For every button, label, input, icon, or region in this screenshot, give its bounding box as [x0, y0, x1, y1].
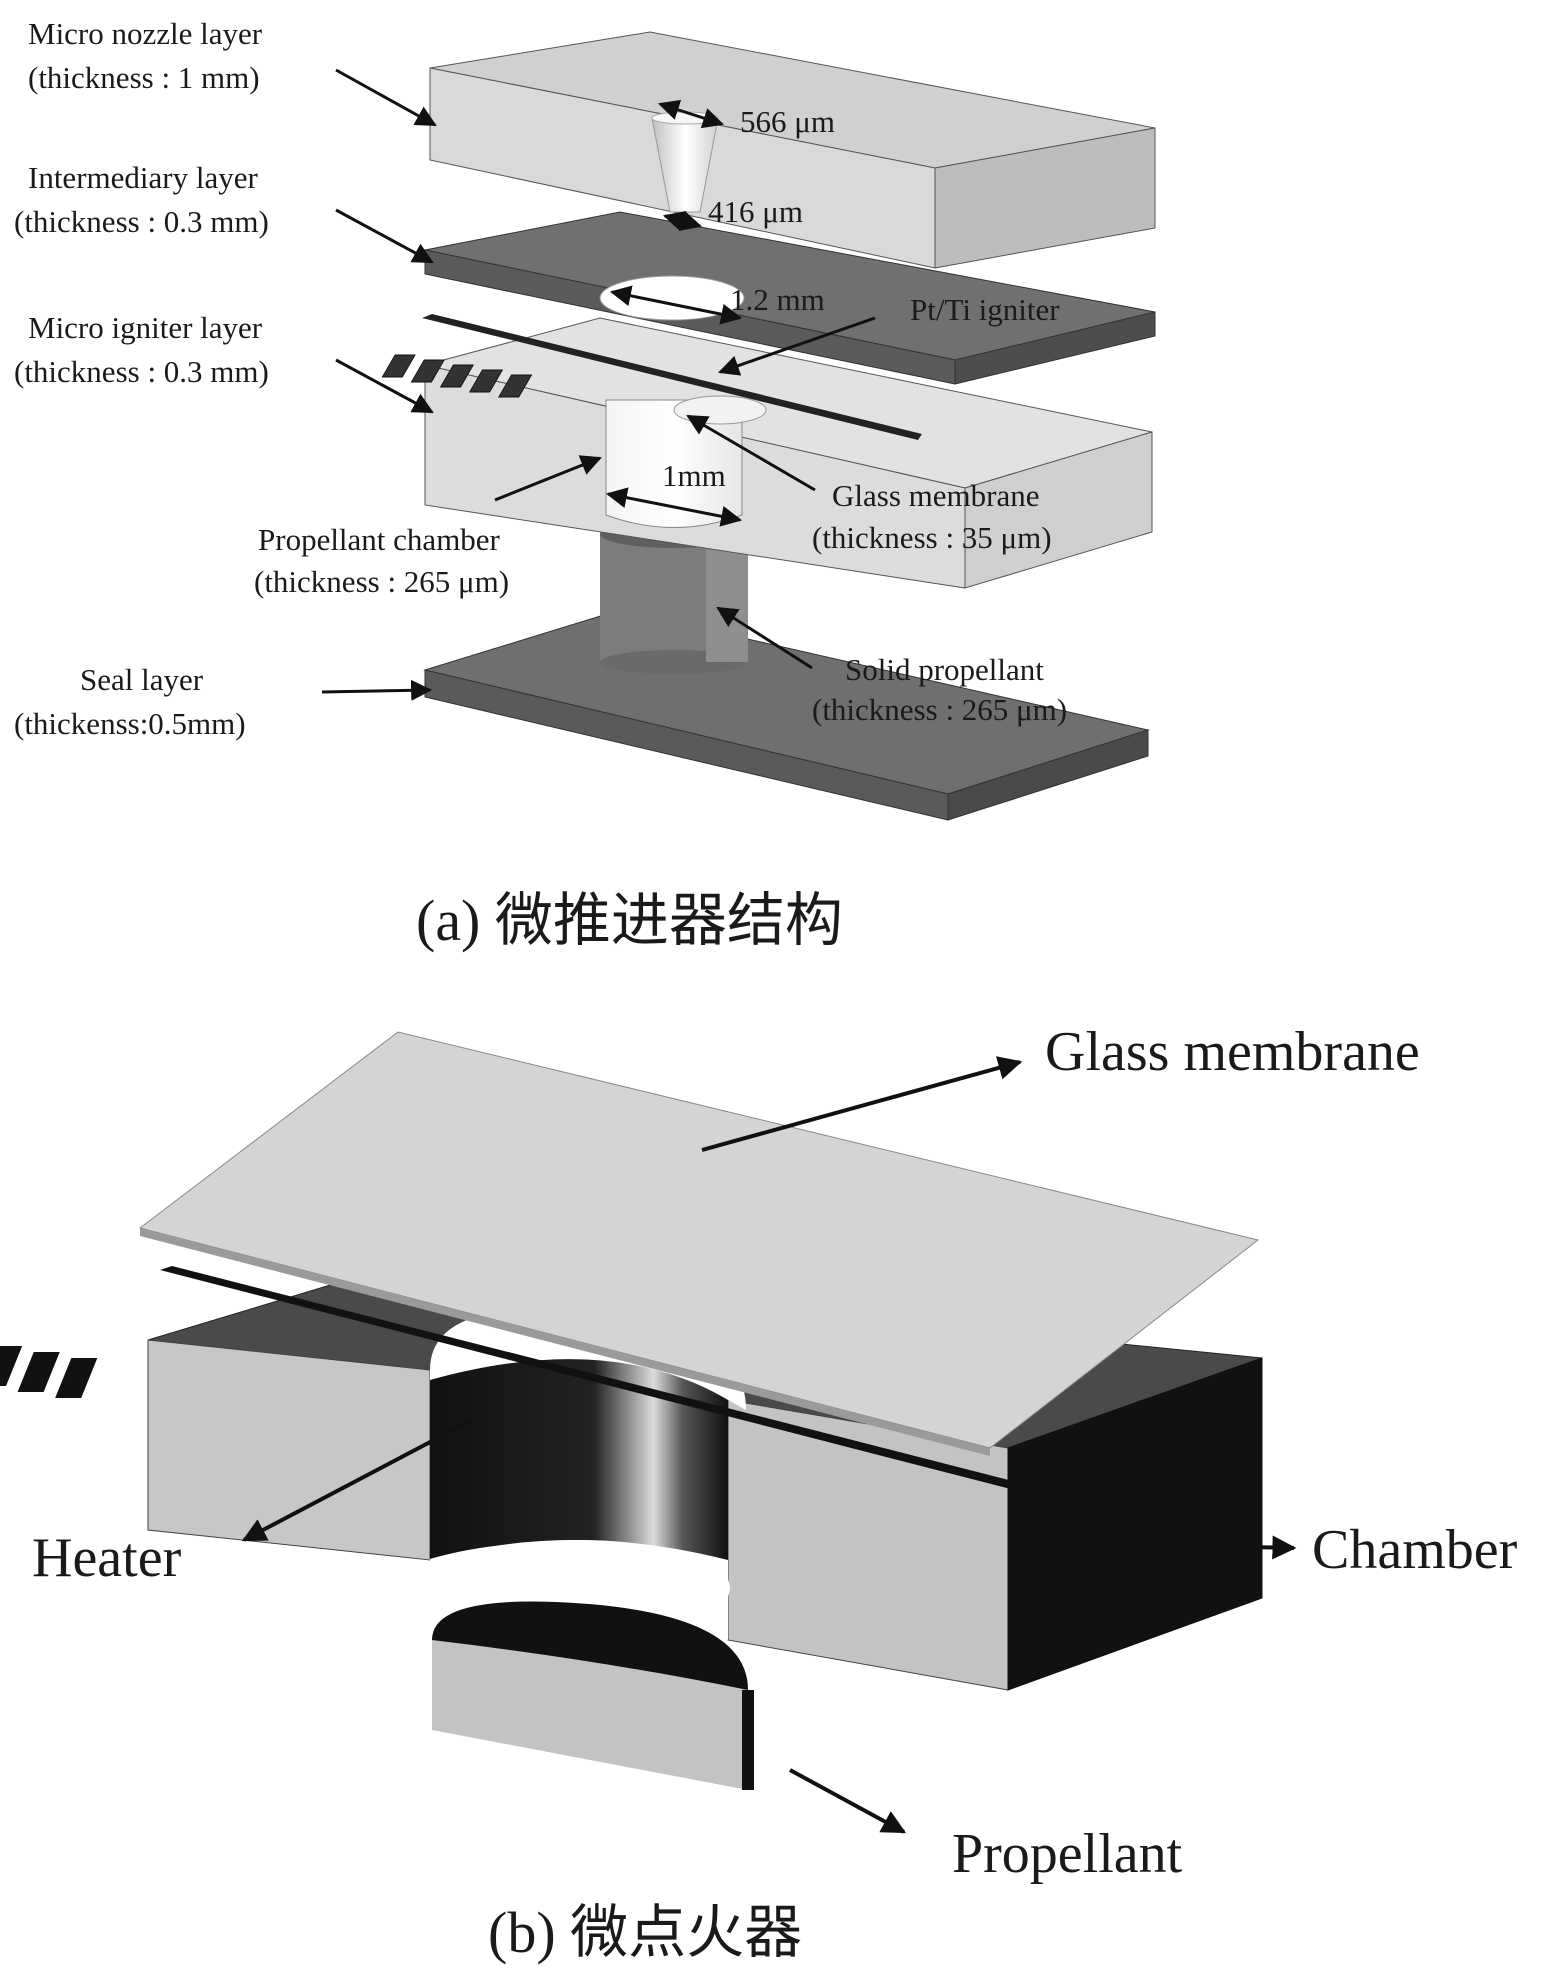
propellant-label: Propellant: [952, 1823, 1183, 1885]
intermediary-layer-leader: [335, 208, 434, 264]
nozzle-bottom-dimension: 416 μm: [708, 194, 803, 229]
chamber-diameter-dimension: 1mm: [662, 458, 726, 493]
micro-nozzle-layer-block: [429, 31, 1156, 269]
solid-propellant-label-2: (thickness : 265 μm): [812, 692, 1067, 727]
igniter-label: Pt/Ti igniter: [910, 292, 1060, 327]
seal-layer-label-2: (thickenss:0.5mm): [14, 706, 246, 741]
glass-membrane-plate: [138, 1031, 1260, 1456]
caption-b: (b) 微点火器: [488, 1900, 802, 1965]
chamber-arrow: [1209, 1535, 1297, 1560]
part-a-exploded-view: Micro nozzle layer (thickness : 1 mm) In…: [14, 16, 1156, 953]
nozzle-layer-label-2: (thickness : 1 mm): [28, 60, 260, 95]
igniter-layer-leader: [335, 358, 434, 414]
solid-propellant-leader: [716, 606, 813, 670]
intermediary-hole-dimension: 1.2 mm: [730, 282, 825, 317]
glass-membrane-label-2: (thickness : 35 μm): [812, 520, 1052, 555]
heater-label: Heater: [32, 1527, 182, 1589]
intermediary-layer-label-1: Intermediary layer: [28, 160, 258, 195]
glass-membrane-arrow: [701, 1056, 1023, 1152]
nozzle-top-dimension: 566 μm: [740, 104, 835, 139]
propellant-half-disc: [432, 1601, 754, 1790]
propellant-chamber-label-1: Propellant chamber: [258, 522, 501, 557]
glass-membrane-label-b: Glass membrane: [1045, 1021, 1420, 1083]
propellant-chamber-label-2: (thickness : 265 μm): [254, 564, 509, 599]
propellant-arrow: [789, 1768, 907, 1834]
igniter-layer-label-2: (thickness : 0.3 mm): [14, 354, 269, 389]
caption-a: (a) 微推进器结构: [416, 888, 843, 953]
glass-membrane-leader: [686, 414, 816, 492]
glass-membrane-label-1: Glass membrane: [832, 478, 1039, 513]
part-b-micro-igniter: Glass membrane Heater Chamber Propellant…: [0, 1021, 1518, 1965]
nozzle-layer-leader: [335, 68, 437, 127]
igniter-leader: [718, 316, 876, 376]
nozzle-layer-label-1: Micro nozzle layer: [28, 16, 263, 51]
chamber-leader: [494, 455, 602, 502]
solid-propellant-cylinder: [600, 520, 748, 674]
seal-layer-leader: [321, 679, 433, 701]
seal-layer-label-1: Seal layer: [80, 662, 204, 697]
intermediary-layer-label-2: (thickness : 0.3 mm): [14, 204, 269, 239]
igniter-layer-label-1: Micro igniter layer: [28, 310, 263, 345]
heater-arrow: [241, 1418, 473, 1542]
chamber-label: Chamber: [1312, 1519, 1518, 1581]
solid-propellant-label-1: Solid propellant: [845, 652, 1044, 687]
